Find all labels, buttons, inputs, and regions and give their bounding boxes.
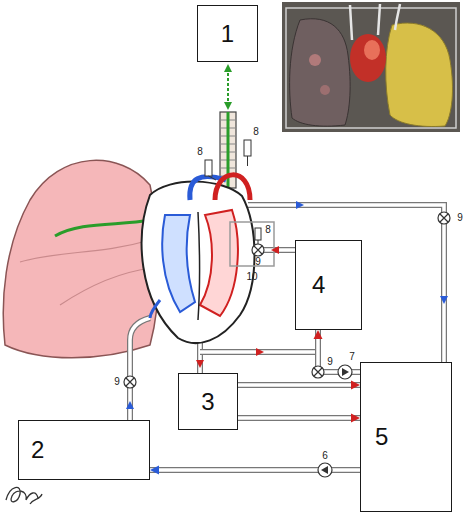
- callout-number: 9: [255, 257, 261, 267]
- callout-number: 10: [246, 272, 257, 282]
- photo-right-lung: [386, 23, 453, 126]
- sampling-port: [205, 160, 216, 180]
- heart-illustration: [142, 175, 255, 343]
- tube-lumen: [238, 383, 360, 387]
- tube: [248, 205, 444, 362]
- tube-outline: [318, 330, 360, 372]
- process-box: 2: [18, 420, 150, 480]
- flow-arrow: [271, 246, 279, 254]
- photo-frame: [282, 2, 460, 132]
- box-number: 1: [221, 22, 234, 46]
- flow-arrow: [196, 360, 204, 368]
- lung-fissure: [20, 240, 150, 262]
- callout-number: 6: [322, 451, 328, 461]
- tube-connector: [238, 381, 360, 390]
- septum: [198, 212, 200, 320]
- process-box: 5: [360, 362, 452, 512]
- photo-spot: [309, 54, 321, 66]
- flow-arrow: [256, 348, 264, 356]
- photo-tubes: [350, 4, 400, 40]
- callout-number: 8: [197, 147, 203, 157]
- process-box: 1: [197, 5, 258, 62]
- photo-heart-highlight: [364, 40, 380, 60]
- photo-box: [286, 8, 456, 128]
- arrowhead: [351, 381, 360, 390]
- pump-symbol: [318, 463, 332, 477]
- flow-arrow: [296, 201, 304, 209]
- callout-number: 9: [327, 357, 333, 367]
- callout-number: 7: [349, 352, 355, 362]
- callout-number: 8: [265, 225, 271, 235]
- arrowhead: [351, 414, 360, 423]
- arrowhead: [150, 466, 159, 475]
- valve-symbol: [438, 212, 450, 224]
- flow-arrow: [440, 296, 448, 304]
- sampling-box: [230, 222, 274, 266]
- lung-fissure: [60, 268, 152, 305]
- valve-symbol: [124, 376, 136, 388]
- signature: [6, 487, 42, 504]
- arrowhead: [314, 330, 323, 339]
- process-box: 4: [295, 240, 362, 330]
- sampling-port: [255, 228, 261, 244]
- tube-connector: [314, 330, 361, 372]
- box-number: 3: [201, 390, 214, 414]
- callout-number: 8: [253, 127, 259, 137]
- callout-number: 9: [457, 213, 463, 223]
- tube-lumen: [238, 416, 360, 420]
- tube: [248, 205, 444, 362]
- green-arrowhead: [224, 102, 232, 110]
- tube-outline: [238, 415, 360, 421]
- green-arrowhead: [224, 64, 232, 72]
- tube: [130, 318, 150, 420]
- callout-number: 9: [114, 377, 120, 387]
- tube: [130, 318, 150, 420]
- pump-symbol: [338, 365, 352, 379]
- ventilation-line: [227, 68, 229, 106]
- tube-lumen: [318, 330, 360, 372]
- photo-heart: [350, 34, 386, 82]
- tube-outline: [238, 382, 360, 388]
- inset-photo: [282, 2, 460, 132]
- valve-symbol: [312, 366, 324, 378]
- box-number: 5: [375, 425, 388, 449]
- box-number: 2: [31, 438, 44, 462]
- box-number: 4: [312, 273, 325, 297]
- vena-cava: [150, 300, 160, 318]
- left-heart-chamber: [200, 210, 238, 316]
- aorta: [215, 175, 250, 200]
- heart-outline: [142, 182, 255, 343]
- photo-spot: [320, 85, 330, 95]
- flow-arrow: [126, 401, 134, 409]
- photo-left-lung: [290, 19, 351, 126]
- tube: [200, 349, 318, 355]
- sampling-port: [244, 140, 251, 166]
- process-box: 3: [178, 373, 238, 430]
- valve-symbol: [252, 244, 264, 256]
- right-heart-chamber: [162, 215, 195, 312]
- tube-connector: [238, 414, 360, 423]
